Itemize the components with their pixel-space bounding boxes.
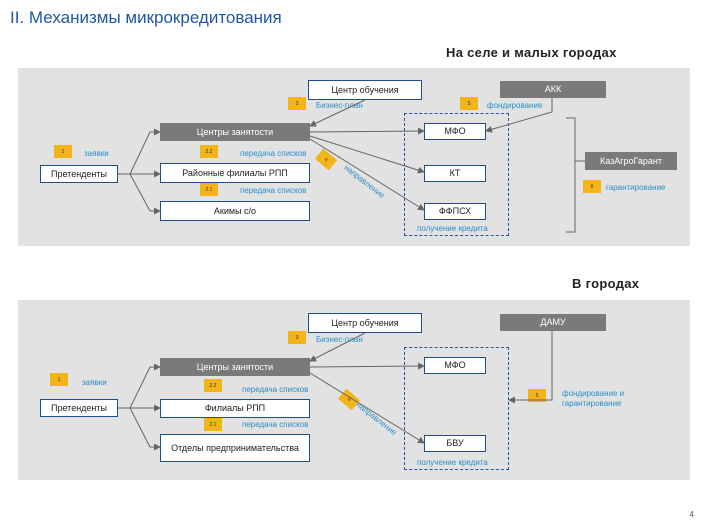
rural-badge-5: 5 — [460, 97, 478, 110]
rural-training-center-box: Центр обучения — [308, 80, 422, 100]
city-arrow-employment-bvu — [309, 372, 425, 444]
city-arrow-training-employment — [309, 332, 366, 362]
rural-badge-2-1: 2.1 — [200, 183, 218, 196]
city-applications-label: заявки — [82, 378, 107, 387]
rural-arrow-training-employment — [309, 99, 366, 127]
rural-badge-1: 1 — [54, 145, 72, 158]
city-list-transfer-label-2: передача списков — [242, 420, 309, 429]
rural-funding-label: фондирование — [487, 101, 543, 110]
city-arrow-applicants-employment — [129, 363, 161, 409]
city-arrow-applicants-depts — [129, 407, 161, 451]
city-badge-2-1: 2.1 — [204, 418, 222, 431]
city-funding-guarantee-label: фондирование и гарантирование — [562, 389, 625, 408]
rural-badge-6: 6 — [583, 180, 601, 193]
city-arrow-damu-lenders — [508, 331, 553, 404]
rural-list-transfer-label-1: передача списков — [240, 149, 307, 158]
city-badge-3: 3 — [288, 331, 306, 344]
page-number: 4 — [689, 510, 694, 519]
city-entrepreneurship-depts-box: Отделы предпринимательства — [160, 434, 310, 462]
city-badge-1: 1 — [50, 373, 68, 386]
rural-list-transfer-label-2: передача списков — [240, 186, 307, 195]
city-heading: В городах — [572, 276, 640, 291]
rural-badge-2-2: 2.2 — [200, 145, 218, 158]
rural-badge-3: 3 — [288, 97, 306, 110]
rural-arrow-applicants-akims — [129, 173, 161, 215]
rural-loan-receipt-label: получение кредита — [417, 224, 488, 233]
rural-business-plan-label: Бизнес-план — [316, 101, 363, 110]
rural-arrow-akk-mfo — [485, 98, 553, 133]
rural-heading: На селе и малых городах — [446, 45, 617, 60]
rural-kt-box: КТ — [424, 165, 486, 182]
page-title: II. Механизмы микрокредитования — [10, 8, 282, 27]
city-employment-centers-box: Центры занятости — [160, 358, 310, 376]
city-damu-box: ДАМУ — [500, 314, 606, 331]
rural-arrow-employment-mfo — [309, 127, 425, 135]
city-business-plan-label: Бизнес-план — [316, 335, 363, 344]
city-lenders-group — [404, 347, 509, 470]
rural-lenders-group — [404, 113, 509, 236]
rural-applications-label: заявки — [84, 149, 109, 158]
rural-arrow-employment-ffpsh — [309, 138, 425, 211]
rural-guarantee-label: гарантирование — [606, 183, 666, 192]
city-badge-2-2: 2.2 — [204, 379, 222, 392]
rural-applicants-box: Претенденты — [40, 165, 118, 183]
rural-arrow-applicants-employment — [129, 128, 161, 175]
rural-bracket — [566, 117, 576, 233]
city-arrow-employment-mfo — [309, 362, 425, 370]
city-list-transfer-label-1: передача списков — [242, 385, 309, 394]
city-mfo-box: МФО — [424, 357, 486, 374]
city-loan-receipt-label: получение кредита — [417, 458, 488, 467]
rural-arrow-employment-kt — [309, 135, 425, 174]
city-training-center-box: Центр обучения — [308, 313, 422, 333]
rural-ffpsh-box: ФФПСХ — [424, 203, 486, 220]
city-applicants-box: Претенденты — [40, 399, 118, 417]
rural-akk-box: АКК — [500, 81, 606, 98]
city-badge-5: 5 — [528, 389, 546, 402]
city-rpp-branches-box: Филиалы РПП — [160, 399, 310, 418]
rural-employment-centers-box: Центры занятости — [160, 123, 310, 141]
rural-kazagrogarant-box: КазАгроГарант — [585, 152, 677, 170]
